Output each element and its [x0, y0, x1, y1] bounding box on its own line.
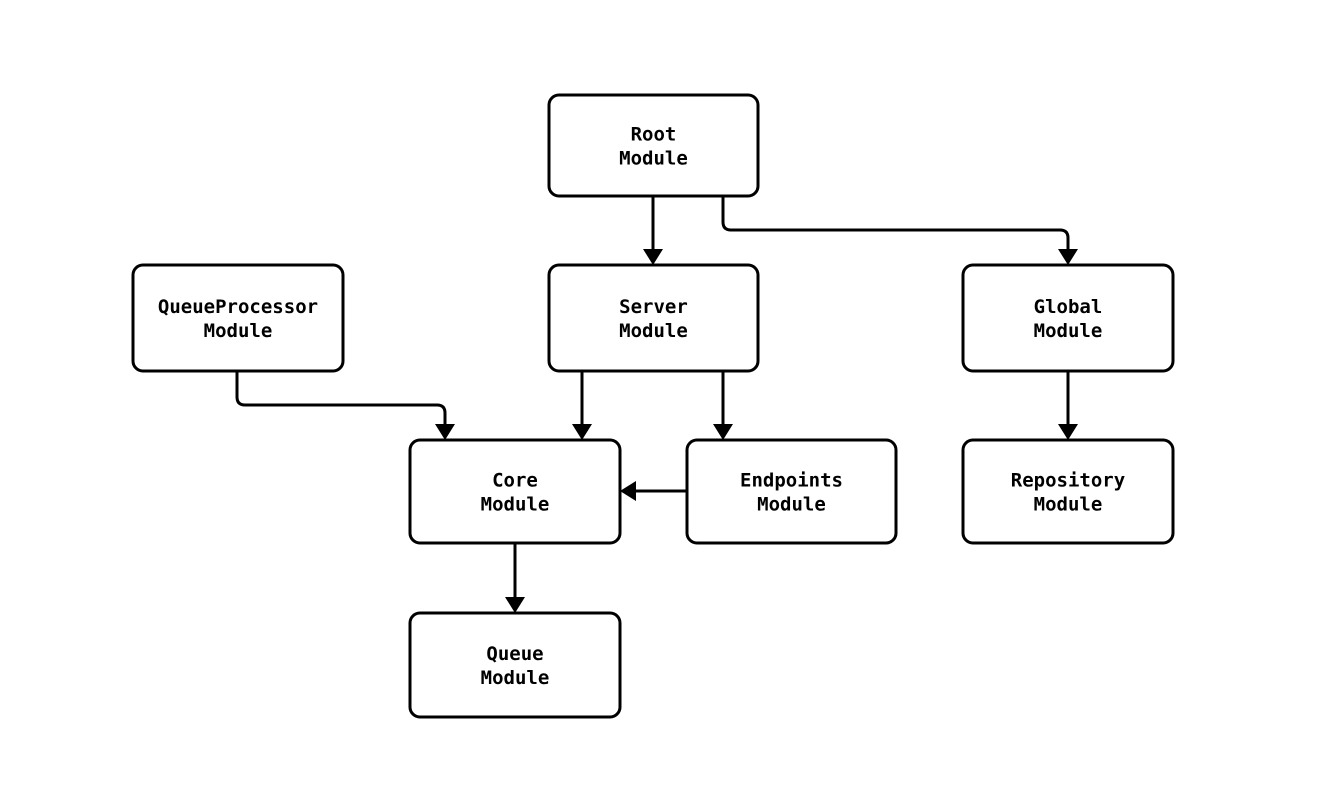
edge-root-to-global-line: [721, 196, 1070, 249]
repository-module-node-box[interactable]: [961, 438, 1175, 545]
endpoints-module-node-box[interactable]: [685, 438, 898, 545]
server-module-node-label-line2: Module: [619, 320, 688, 342]
edge-queueprocessor-to-core-arrowhead: [435, 424, 455, 440]
core-module-node-label-line1: Core: [492, 469, 538, 491]
core-module-node-label-line2: Module: [481, 493, 550, 515]
edge-server-to-endpoints: [713, 371, 733, 440]
queue-module-node-label-line2: Module: [481, 667, 550, 689]
queueprocessor-module-node-label-line2: Module: [204, 320, 273, 342]
edge-server-to-core-arrowhead: [572, 424, 592, 440]
edge-root-to-global: [721, 196, 1078, 265]
edge-endpoints-to-core-arrowhead: [620, 481, 636, 501]
repository-module-node-label-line1: Repository: [1011, 469, 1125, 491]
repository-module-node-label-line2: Module: [1034, 493, 1103, 515]
edge-root-to-server-arrowhead: [643, 249, 663, 265]
queueprocessor-module-node-box[interactable]: [131, 263, 345, 373]
queueprocessor-module-node-label-line1: QueueProcessor: [158, 296, 318, 318]
root-module-node-box[interactable]: [547, 93, 760, 198]
core-module-node-box[interactable]: [408, 438, 622, 545]
edges-layer: [235, 196, 1078, 613]
edge-core-to-queue-arrowhead: [505, 597, 525, 613]
global-module-node-label-line2: Module: [1034, 320, 1103, 342]
queue-module-node-label-line1: Queue: [486, 643, 543, 665]
endpoints-module-node-label-line1: Endpoints: [740, 469, 843, 491]
queue-module-node-box[interactable]: [408, 611, 622, 719]
edge-server-to-endpoints-arrowhead: [713, 424, 733, 440]
root-module-node-label-line2: Module: [619, 147, 688, 169]
edge-queueprocessor-to-core-line: [235, 371, 447, 424]
edge-root-to-server: [643, 196, 663, 265]
endpoints-module-node-label-line2: Module: [757, 493, 826, 515]
edge-global-to-repository-arrowhead: [1058, 424, 1078, 440]
global-module-node-label-line1: Global: [1034, 296, 1103, 318]
edge-root-to-global-arrowhead: [1058, 249, 1078, 265]
root-module-node-label-line1: Root: [631, 123, 677, 145]
server-module-node-label-line1: Server: [619, 296, 688, 318]
edge-endpoints-to-core: [620, 481, 687, 501]
edge-queueprocessor-to-core: [235, 371, 455, 440]
edge-core-to-queue: [505, 543, 525, 613]
global-module-node-box[interactable]: [961, 263, 1175, 373]
edge-global-to-repository: [1058, 371, 1078, 440]
edge-server-to-core: [572, 371, 592, 440]
server-module-node-box[interactable]: [547, 263, 760, 373]
